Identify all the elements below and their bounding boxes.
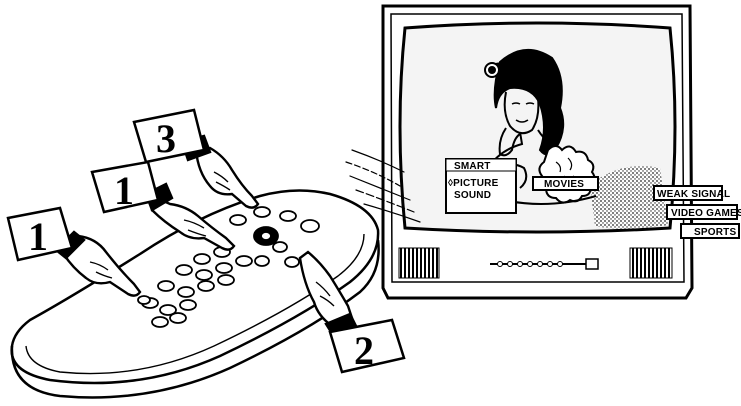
svg-text:SPORTS: SPORTS	[694, 227, 736, 238]
tv-menu-selected-movies: MOVIES	[533, 177, 598, 190]
svg-text:WEAK SIGNAL: WEAK SIGNAL	[657, 189, 730, 200]
tv-menu-panel: SMART ◊PICTURE SOUND	[446, 159, 516, 213]
svg-text:2: 2	[354, 328, 374, 373]
svg-text:VIDEO GAMES: VIDEO GAMES	[671, 208, 741, 219]
svg-text:MOVIES: MOVIES	[544, 179, 584, 190]
svg-text:1: 1	[28, 214, 48, 259]
side-option-sports: SPORTS	[681, 224, 739, 238]
menu-line-sound: SOUND	[454, 190, 491, 201]
svg-text:1: 1	[114, 168, 134, 213]
step-card-middle: 1	[92, 162, 158, 213]
left-speaker-grille	[399, 248, 439, 278]
svg-text:3: 3	[156, 116, 176, 161]
side-option-weak-signal: WEAK SIGNAL	[654, 186, 730, 200]
menu-line-picture: ◊PICTURE	[448, 178, 499, 189]
menu-line-smart: SMART	[454, 161, 491, 172]
right-speaker-grille	[630, 248, 672, 278]
side-option-video-games: VIDEO GAMES	[667, 205, 741, 219]
television: SMART ◊PICTURE SOUND MOVIES	[383, 6, 692, 298]
